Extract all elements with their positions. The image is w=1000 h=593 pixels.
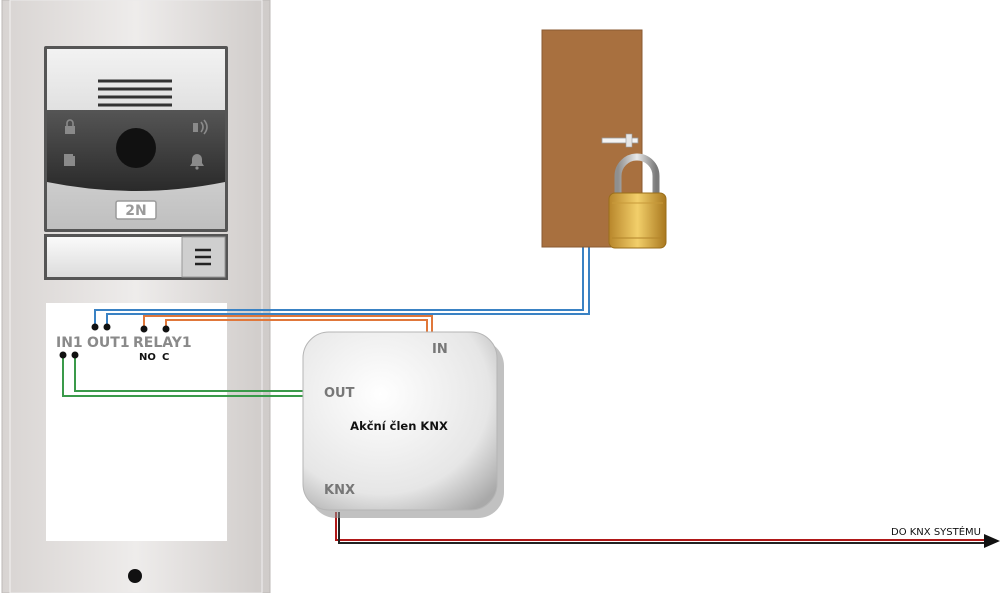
green-wire-pair bbox=[62, 356, 305, 397]
camera-icon bbox=[116, 128, 156, 168]
lock-icon bbox=[65, 119, 75, 134]
actuator-in-label: IN bbox=[432, 342, 448, 357]
button-module bbox=[44, 234, 228, 280]
menu-icon bbox=[195, 248, 211, 266]
bell-icon bbox=[190, 154, 204, 170]
in1-terminal-2 bbox=[71, 351, 79, 359]
out1-terminal-2 bbox=[103, 323, 111, 331]
knx-actuator: IN OUT Akční člen KNX KNX bbox=[302, 331, 504, 518]
knx-bus-wire bbox=[335, 512, 986, 544]
out1-label: OUT1 bbox=[87, 335, 130, 351]
screw-hole bbox=[128, 569, 142, 583]
relay1-label: RELAY1 bbox=[133, 335, 192, 351]
relay-c-terminal bbox=[162, 325, 170, 333]
relay-no-terminal bbox=[140, 325, 148, 333]
camera-module: 2N bbox=[44, 46, 228, 232]
padlock-icon bbox=[608, 153, 667, 249]
no-label: NO bbox=[139, 352, 156, 363]
out1-terminal-1 bbox=[91, 323, 99, 331]
brand-logo: 2N bbox=[115, 200, 157, 220]
blue-wire-pair bbox=[94, 246, 590, 326]
actuator-title: Akční člen KNX bbox=[350, 419, 448, 433]
orange-wire-pair bbox=[143, 315, 433, 334]
arrow-head-icon bbox=[984, 534, 1000, 548]
knx-system-label: DO KNX SYSTÉMU bbox=[891, 525, 981, 538]
intercom-unit: 2N IN1 OUT1 RELAY1 NO C bbox=[1, 0, 271, 593]
speaker-grille bbox=[98, 79, 172, 107]
svg-text:2N: 2N bbox=[125, 203, 146, 219]
actuator-out-label: OUT bbox=[324, 386, 355, 401]
door-handle bbox=[601, 137, 639, 144]
terminal-dots bbox=[59, 323, 170, 359]
terminal-area bbox=[46, 303, 227, 541]
c-label: C bbox=[162, 352, 169, 363]
sound-wave-icon bbox=[193, 119, 208, 135]
door-icon bbox=[64, 154, 75, 166]
actuator-knx-label: KNX bbox=[324, 483, 355, 498]
in1-label: IN1 bbox=[56, 335, 83, 351]
intercom-frame-inner bbox=[9, 0, 263, 593]
in1-terminal-1 bbox=[59, 351, 67, 359]
